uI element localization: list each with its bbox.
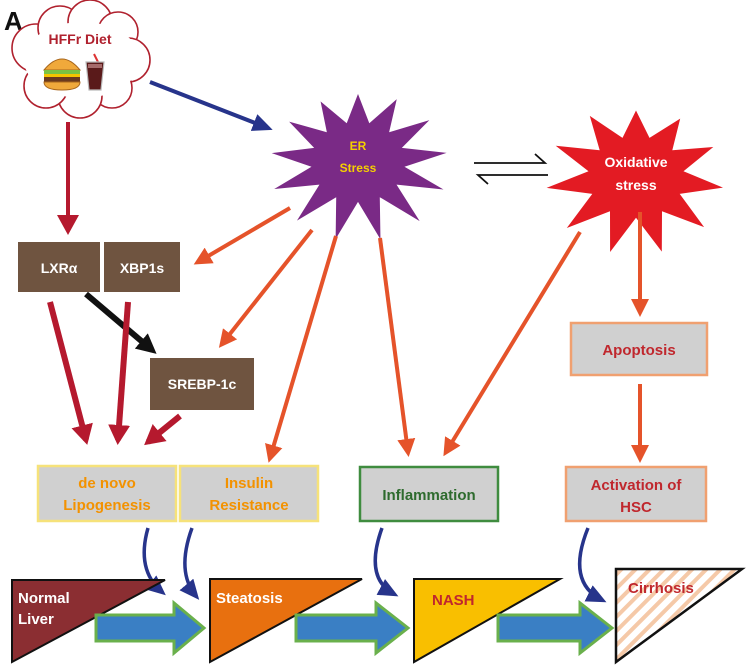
equilibrium-arrows (474, 153, 548, 185)
stage-normal-liver: Normal Liver (11, 579, 166, 664)
er-stress-star: ER Stress (269, 91, 450, 244)
er-stress-line2: Stress (340, 161, 377, 175)
cirrhosis-label: Cirrhosis (628, 580, 694, 597)
stage-cirrhosis: Cirrhosis (614, 567, 746, 665)
box-insulin-resistance: Insulin Resistance (178, 464, 320, 523)
stage-steatosis: Steatosis (209, 578, 363, 664)
diet-label: HFFr Diet (49, 31, 112, 47)
oxidative-stress-star: Oxidative stress (546, 110, 723, 252)
oxidative-stress-line1: Oxidative (604, 154, 667, 170)
lxra-label: LXRα (41, 260, 78, 276)
insulin-line2: Resistance (209, 497, 288, 514)
arrow-er-to-inflammation (378, 237, 416, 457)
arrow-srebp1c-to-lipogenesis (144, 413, 182, 446)
curved-arrow-inflammation (373, 527, 399, 597)
curved-arrow-lipogenesis (142, 527, 166, 596)
inflammation-label: Inflammation (382, 487, 475, 504)
arrow-diet-to-er (149, 80, 273, 131)
er-stress-arrows (193, 206, 649, 463)
srebp1c-label: SREBP-1c (168, 376, 237, 392)
curved-arrows (142, 527, 607, 603)
arrow-oxidative-to-inflammation (443, 230, 582, 457)
xbp1s-label: XBP1s (120, 260, 165, 276)
arrow-er-to-insulin (265, 235, 338, 463)
normal-line2: Liver (18, 611, 54, 628)
box-hsc-activation: Activation of HSC (564, 465, 708, 523)
burger-and-cola-icon (42, 53, 105, 91)
arrow-lxra-to-srebp1c (84, 291, 157, 354)
normal-line1: Normal (18, 590, 70, 607)
curved-arrow-insulin (179, 527, 200, 600)
box-lipogenesis: de novo Lipogenesis (36, 464, 178, 523)
arrow-er-to-xbp1s (193, 206, 292, 265)
box-lxra: LXRα (18, 242, 100, 292)
box-srebp1c: SREBP-1c (150, 358, 254, 410)
box-inflammation: Inflammation (358, 465, 500, 523)
panel-label: A (4, 6, 23, 36)
diet-cloud: HFFr Diet (11, 0, 151, 119)
apoptosis-label: Apoptosis (602, 342, 675, 359)
steatosis-label: Steatosis (216, 590, 283, 607)
curved-arrow-hsc (577, 527, 607, 603)
arrow-er-to-srebp1c (218, 228, 314, 348)
er-stress-line1: ER (350, 139, 367, 153)
insulin-line1: Insulin (225, 475, 273, 492)
box-xbp1s: XBP1s (104, 242, 180, 292)
nash-label: NASH (432, 592, 475, 609)
oxidative-stress-line2: stress (615, 177, 656, 193)
arrow-lxra-to-lipogenesis (47, 301, 93, 445)
hsc-line1: Activation of (591, 477, 683, 494)
progression-arrow-3 (496, 599, 615, 657)
arrow-xbp1s-to-lipogenesis (108, 301, 131, 445)
progression-arrows (94, 599, 615, 657)
box-apoptosis: Apoptosis (569, 321, 709, 377)
progression-arrow-1 (94, 599, 207, 657)
lipogenesis-line2: Lipogenesis (63, 497, 151, 514)
progression-arrow-2 (294, 599, 411, 657)
stage-nash: NASH (413, 578, 564, 664)
lipogenesis-line1: de novo (78, 475, 136, 492)
hsc-line2: HSC (620, 499, 652, 516)
